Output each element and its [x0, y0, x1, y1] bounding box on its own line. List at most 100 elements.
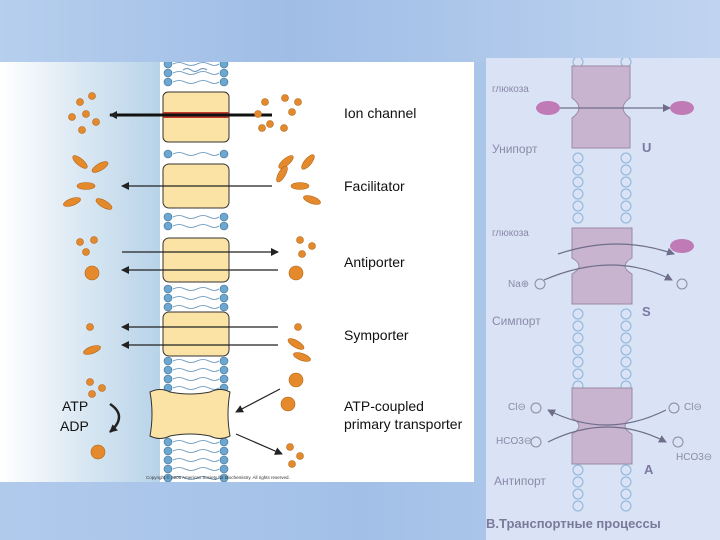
lipid-head: [219, 68, 229, 78]
ion-channel-label: Ion channel: [344, 105, 417, 121]
right-lipid-head: [620, 176, 632, 188]
lipid-tail: [172, 215, 220, 219]
right-lipid-head: [620, 464, 632, 476]
right-lipid-head: [572, 200, 584, 212]
lipid-tail: [172, 377, 220, 381]
right-lipid-head: [620, 368, 632, 380]
lipid-head: [219, 293, 229, 303]
right-lipid-bilayer: [572, 58, 632, 512]
antiporter-label: Antiporter: [344, 254, 405, 270]
lipid-tail: [172, 80, 220, 84]
lipid-tail: [172, 386, 220, 390]
antiporter-label: Антипорт: [494, 474, 546, 488]
uniporter-glucose-label: глюкоза: [492, 84, 529, 95]
lipid-head: [163, 437, 173, 447]
lipid-head: [219, 221, 229, 231]
lipid-head: [163, 374, 173, 384]
uniporter-protein: [571, 65, 631, 149]
lipid-tail: [172, 359, 220, 363]
lipid-tail: [172, 449, 220, 453]
molecules: [63, 92, 321, 468]
lipid-tail: [172, 368, 220, 372]
atp-label: ATP: [62, 398, 89, 414]
right-lipid-head: [620, 152, 632, 164]
symporter-protein: [162, 311, 230, 357]
right-lipid-head: [572, 320, 584, 332]
transport-processes-diagram: [530, 58, 694, 512]
right-lipid-head: [572, 212, 584, 224]
lipid-head: [219, 473, 229, 482]
antiporter-protein: [571, 387, 633, 465]
lipid-head: [219, 62, 229, 69]
lipid-head: [163, 473, 173, 482]
atp-coupled-label: ATP-coupled: [344, 398, 424, 414]
lipid-head: [219, 464, 229, 474]
antiporter-cl-right-label: Cl⊖: [684, 402, 702, 413]
lipid-head: [163, 365, 173, 375]
lipid-head: [219, 284, 229, 294]
lipid-head: [219, 302, 229, 312]
lipid-tail: [172, 458, 220, 462]
lipid-tail: [172, 62, 220, 66]
lipid-tail: [172, 305, 220, 309]
right-lipid-head: [620, 332, 632, 344]
right-lipid-head: [572, 152, 584, 164]
right-lipid-head: [572, 464, 584, 476]
lipid-head: [163, 455, 173, 465]
right-lipid-head: [620, 320, 632, 332]
right-molecules: [530, 101, 694, 448]
lipid-head: [163, 284, 173, 294]
right-lipid-head: [572, 344, 584, 356]
facilitator-label: Facilitator: [344, 178, 405, 194]
right-lipid-head: [572, 476, 584, 488]
lipid-tail: [172, 224, 220, 228]
symporter-letter: S: [642, 304, 651, 319]
lipid-head: [219, 374, 229, 384]
right-lipid-head: [620, 164, 632, 176]
symporter-glucose-label: глюкоза: [492, 228, 529, 239]
lipid-head: [219, 149, 229, 159]
right-lipid-head: [572, 332, 584, 344]
symporter-na-label: Na⊕: [508, 279, 530, 290]
right-lipid-head: [572, 176, 584, 188]
lipid-tail: [172, 296, 220, 300]
uniporter-label: Унипорт: [492, 142, 538, 156]
transport-processes-panel: глюкоза Унипорт U глюкоза Na⊕ Симпорт S …: [486, 58, 720, 540]
uniporter-letter: U: [642, 140, 652, 155]
background-top: [0, 0, 720, 62]
atp-arrow-out: [235, 433, 283, 455]
right-lipid-head: [572, 164, 584, 176]
lipid-head: [163, 68, 173, 78]
lipid-head: [163, 302, 173, 312]
antiporter-hco3-left-label: HCO3⊖: [496, 436, 533, 447]
lipid-head: [163, 77, 173, 87]
lipid-head: [219, 356, 229, 366]
lipid-head: [163, 464, 173, 474]
lipid-head: [163, 446, 173, 456]
lipid-head: [219, 455, 229, 465]
symporter-label: Symporter: [344, 327, 409, 343]
symporter-label: Симпорт: [492, 314, 541, 328]
lipid-head: [219, 437, 229, 447]
atp-arrow-in: [235, 388, 281, 413]
lipid-tail: [172, 287, 220, 291]
right-lipid-head: [620, 188, 632, 200]
right-lipid-head: [620, 200, 632, 212]
lipid-head: [163, 62, 173, 69]
lipid-head: [219, 212, 229, 222]
right-lipid-head: [572, 368, 584, 380]
ion-channel-protein: [162, 91, 230, 143]
right-lipid-head: [620, 356, 632, 368]
right-lipid-head: [572, 356, 584, 368]
lipid-tail: [172, 467, 220, 471]
lipid-head: [163, 212, 173, 222]
lipid-head: [163, 221, 173, 231]
right-arrows: [543, 104, 675, 443]
right-lipid-head: [620, 212, 632, 224]
copyright-notice: Copyright © 2006 American Society for Bi…: [146, 475, 290, 480]
right-lipid-head: [620, 500, 632, 512]
antiporter-cl-left-label: Cl⊖: [508, 402, 526, 413]
right-lipid-head: [620, 488, 632, 500]
lipid-tail: [172, 71, 220, 75]
transport-processes-title: B.Транспортные процессы: [486, 516, 661, 531]
